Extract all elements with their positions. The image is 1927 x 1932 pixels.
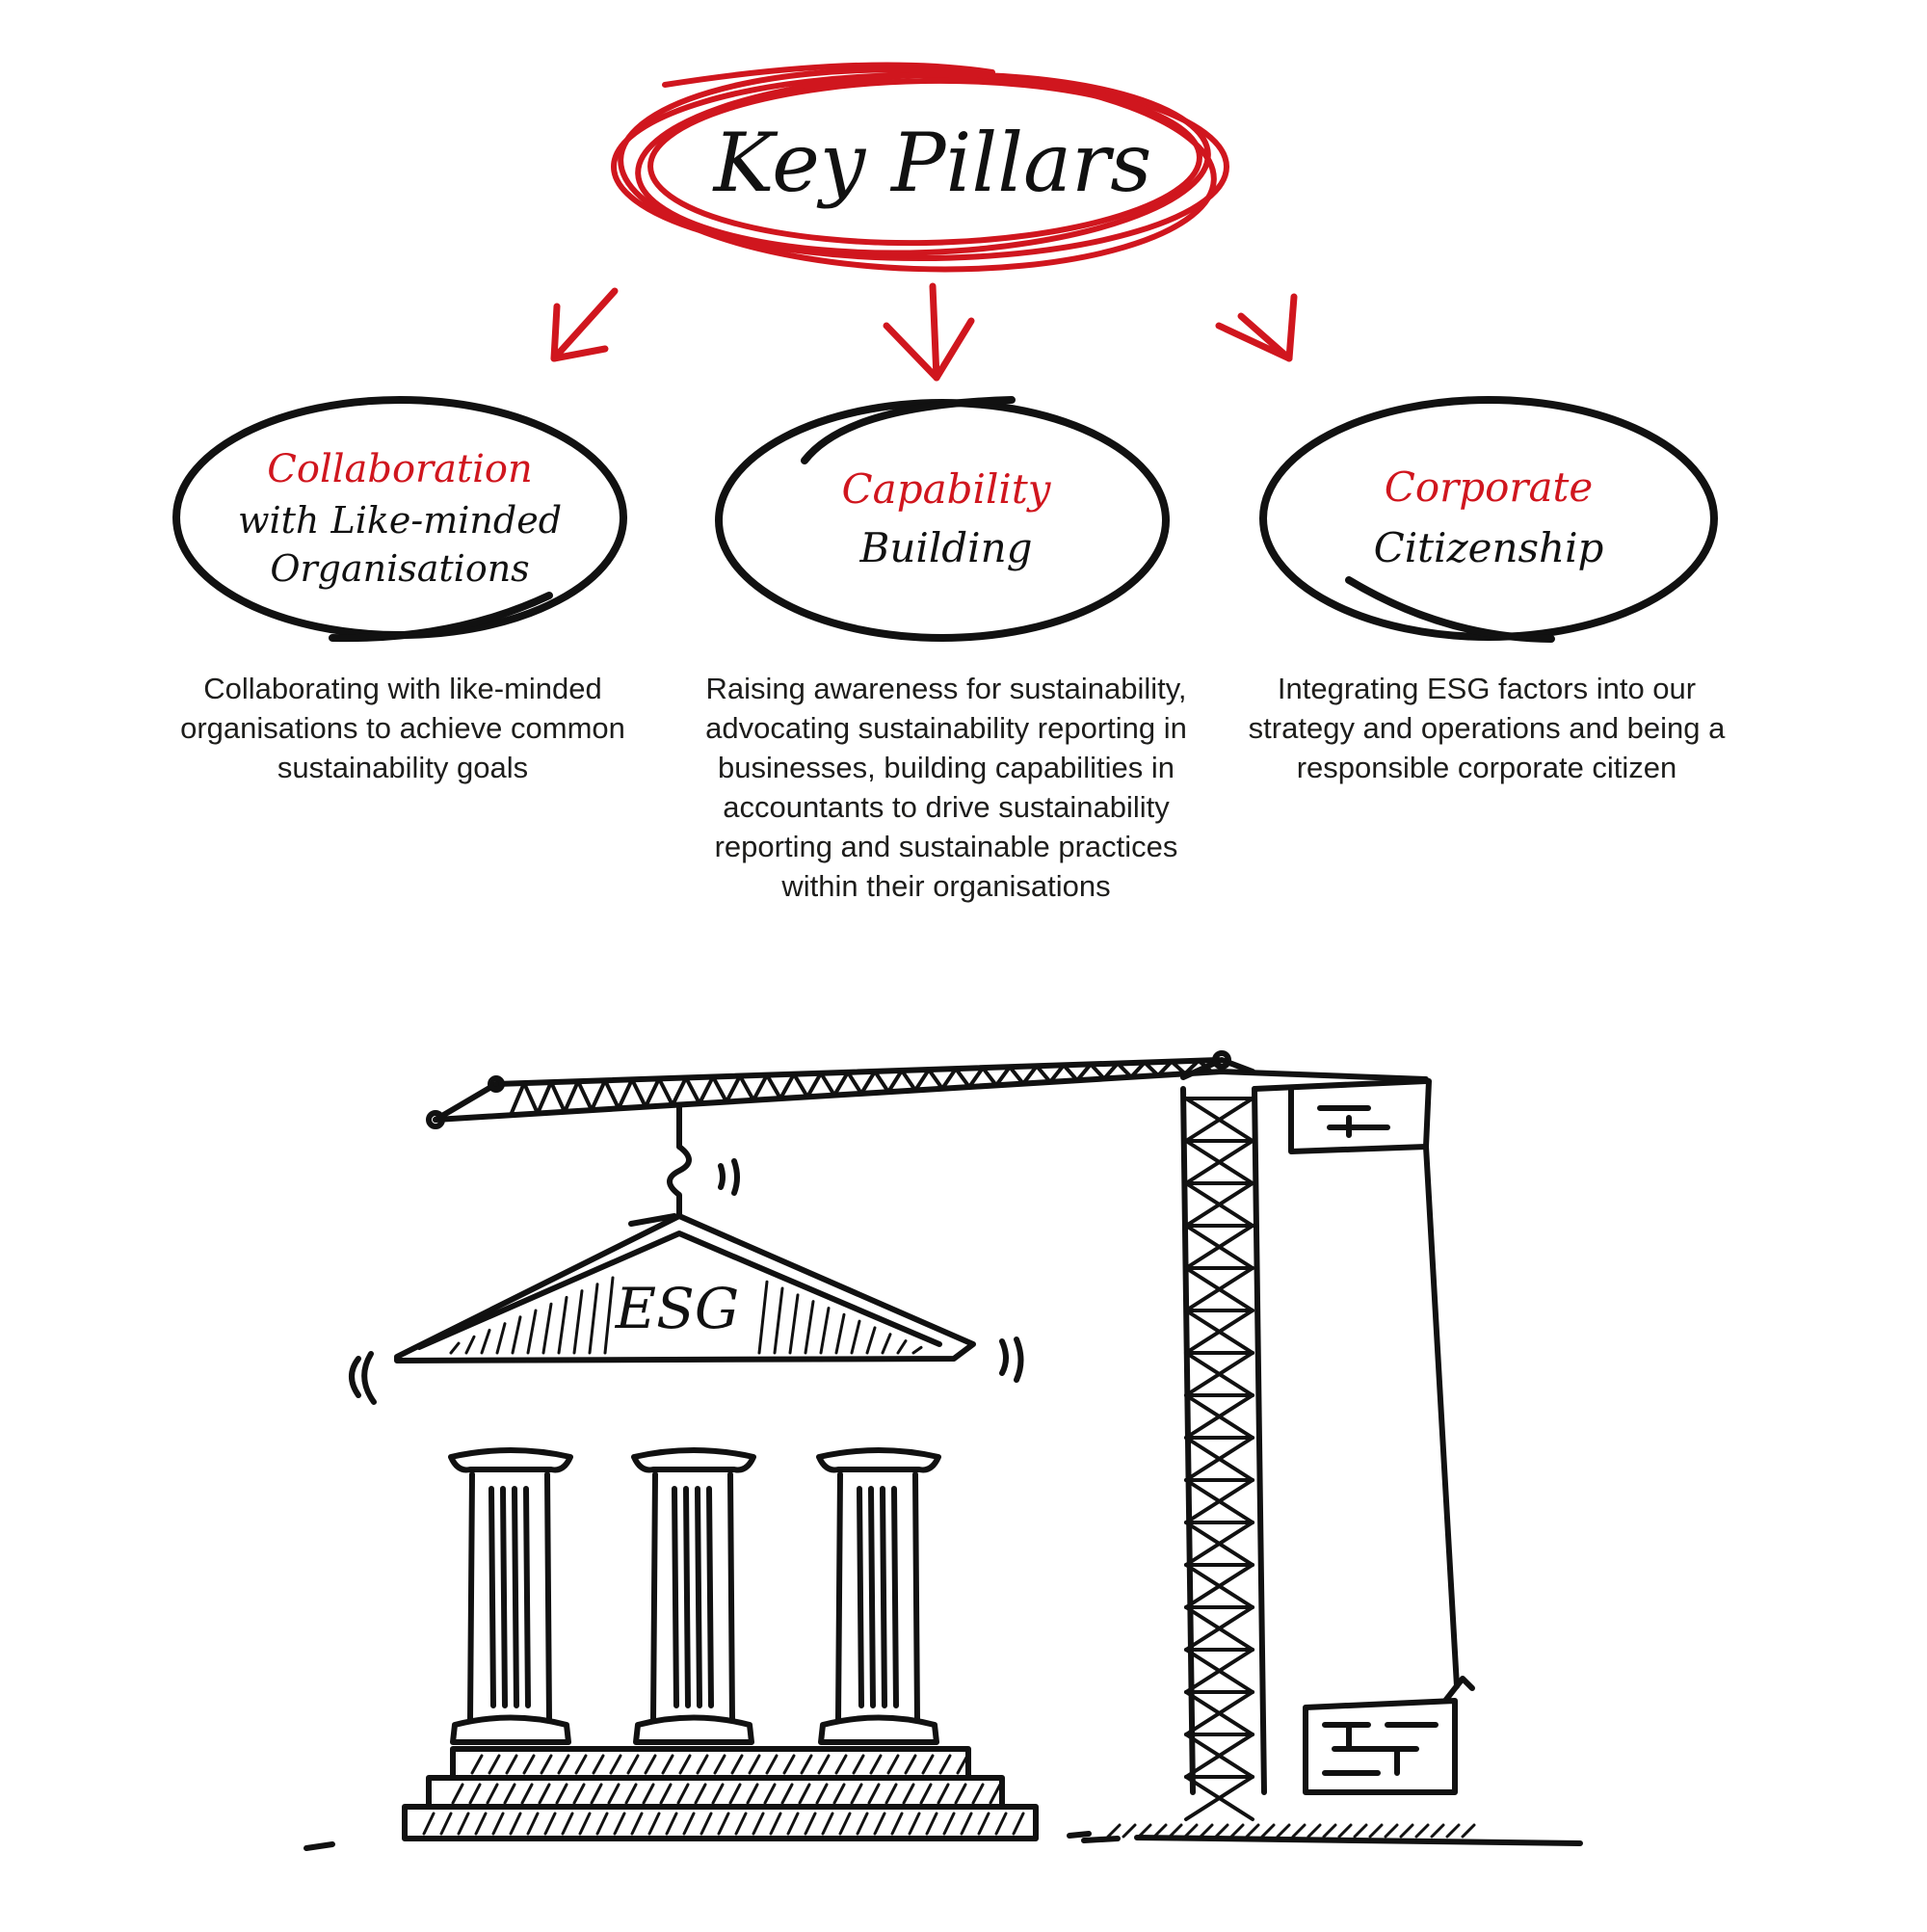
arrow-right-icon <box>1215 293 1298 362</box>
pillar-3-heading-line-1: Citizenship <box>1374 524 1604 571</box>
pillar-2-heading-line-1: Building <box>858 524 1032 571</box>
title: Key Pillars <box>712 116 1152 210</box>
pillar-1-description: Collaborating with like-minded organisat… <box>180 672 625 784</box>
pillar-1-heading-red: Collaboration <box>267 447 533 491</box>
pillar-3-heading-red: Corporate <box>1385 463 1594 511</box>
pillar-1-heading-line-1: with Like-minded <box>238 499 562 542</box>
pillar-2-heading-red: Capability <box>842 465 1052 513</box>
pillar-1-ellipse <box>172 396 627 643</box>
pediment-esg-label: ESG <box>615 1276 739 1341</box>
title-scribble <box>611 62 1229 273</box>
pillar-3-ellipse <box>1259 396 1718 643</box>
pillar-3-description: Integrating ESG factors into our strateg… <box>1248 672 1726 784</box>
pillar-2-description: Raising awareness for sustainability, ad… <box>705 672 1187 903</box>
pillar-2-ellipse <box>715 396 1170 642</box>
crane-illustration: ESG <box>304 1050 1583 1851</box>
arrow-center-icon <box>883 282 975 382</box>
arrow-left-icon <box>550 287 619 362</box>
pillar-1-heading-line-2: Organisations <box>270 547 529 590</box>
